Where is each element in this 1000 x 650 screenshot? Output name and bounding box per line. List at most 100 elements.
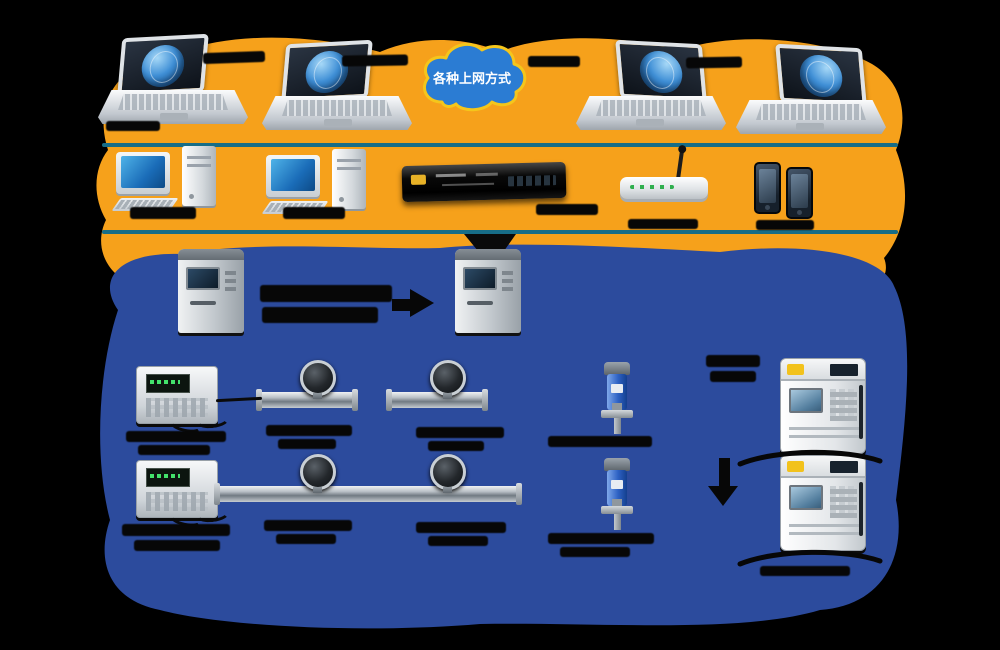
transmitter-body <box>607 374 627 410</box>
illegible-label <box>260 285 392 302</box>
kiosk-screen <box>186 267 220 305</box>
kiosk-icon <box>455 249 521 333</box>
flowmeter-gauge-icon <box>430 360 466 399</box>
dispenser-hose <box>859 482 863 536</box>
cloud-label: 各种上网方式 <box>432 71 511 86</box>
server-front-markings <box>435 169 509 194</box>
illegible-label <box>416 427 504 438</box>
laptop-icon <box>98 33 248 128</box>
bus-line-top <box>102 143 898 147</box>
down-arrow-icon <box>708 486 738 506</box>
flow-computer-buttons <box>146 398 208 417</box>
swoosh-line <box>737 549 883 567</box>
illegible-label <box>202 50 266 65</box>
pressure-transmitter-icon <box>594 362 640 440</box>
laptop-base <box>576 96 726 130</box>
gas-dispenser-icon <box>780 358 866 454</box>
gas-dispenser-icon <box>780 455 866 551</box>
illegible-label <box>536 204 598 215</box>
illegible-label <box>528 56 580 67</box>
illegible-label <box>756 220 814 230</box>
tower-icon <box>332 149 366 209</box>
illegible-label <box>283 207 345 219</box>
transmitter-flange <box>601 403 633 434</box>
kiosk-icon <box>178 249 244 333</box>
illegible-label <box>628 219 698 229</box>
laptop-icon <box>576 39 726 134</box>
bus-line-bottom <box>102 230 898 234</box>
right-arrow-icon <box>410 289 434 317</box>
workstation-icon <box>261 149 370 223</box>
dispenser-vents <box>789 524 859 527</box>
flow-computer-icon <box>136 460 218 518</box>
laptop-base <box>736 100 886 134</box>
illegible-label <box>760 566 850 576</box>
laptop-base <box>98 90 248 124</box>
illegible-label <box>706 355 760 367</box>
monitor-icon <box>266 155 320 197</box>
illegible-label <box>548 533 654 544</box>
pipeline-icon <box>386 389 488 411</box>
illegible-label <box>428 536 488 546</box>
dispenser-screen <box>789 388 823 413</box>
down-arrow-stem <box>719 458 730 488</box>
illegible-label <box>134 540 220 551</box>
laptop-icon <box>262 39 412 134</box>
dispenser-keypad <box>830 389 857 421</box>
transmitter-head <box>604 458 630 471</box>
flowmeter-gauge-icon <box>300 360 336 399</box>
dispenser-vents <box>789 427 859 430</box>
illegible-label <box>341 54 409 67</box>
transmitter-flange <box>601 499 633 530</box>
illegible-label <box>548 436 652 447</box>
illegible-label <box>122 524 230 536</box>
illegible-label <box>276 534 336 544</box>
illegible-label <box>428 441 484 451</box>
pressure-transmitter-icon <box>594 458 640 536</box>
workstation-icon <box>111 146 220 220</box>
antenna-icon <box>675 149 685 181</box>
right-arrow-stem <box>392 299 410 311</box>
kiosk-screen <box>463 267 497 305</box>
dispenser-hose <box>859 385 863 439</box>
flow-computer-buttons <box>146 492 208 511</box>
laptop-base <box>262 96 412 130</box>
illegible-label <box>416 522 506 533</box>
flow-computer-icon <box>136 366 218 424</box>
illegible-label <box>266 425 352 436</box>
pipeline-icon <box>256 389 358 411</box>
rack-server-icon <box>401 161 567 203</box>
laptop-screen <box>281 39 373 103</box>
illegible-label <box>106 121 160 131</box>
illegible-label <box>126 431 226 442</box>
illegible-label <box>560 547 630 557</box>
router-body <box>620 177 708 199</box>
swoosh-line <box>737 449 883 467</box>
dispenser-screen <box>789 485 823 510</box>
illegible-label <box>264 520 352 531</box>
dispenser-top-panel <box>781 359 865 381</box>
illegible-label <box>710 371 756 382</box>
field-band <box>100 244 908 629</box>
laptop-screen <box>775 43 867 107</box>
flowmeter-gauge-icon <box>430 454 466 493</box>
tower-icon <box>182 146 216 206</box>
illegible-label <box>685 56 743 69</box>
laptop-screen <box>117 33 209 97</box>
wifi-router-icon <box>620 149 712 208</box>
illegible-label <box>138 445 210 455</box>
monitor-icon <box>116 152 170 194</box>
laptop-screen <box>615 39 707 103</box>
pipeline-icon <box>214 483 522 505</box>
illegible-label <box>262 307 378 323</box>
dispenser-keypad <box>830 486 857 518</box>
laptop-icon <box>736 43 886 138</box>
dispenser-top-panel <box>781 456 865 478</box>
smartphone-icon <box>754 162 781 214</box>
illegible-label <box>130 207 196 219</box>
illegible-label <box>278 439 336 449</box>
transmitter-head <box>604 362 630 375</box>
transmitter-body <box>607 470 627 506</box>
internet-cloud <box>423 42 527 112</box>
